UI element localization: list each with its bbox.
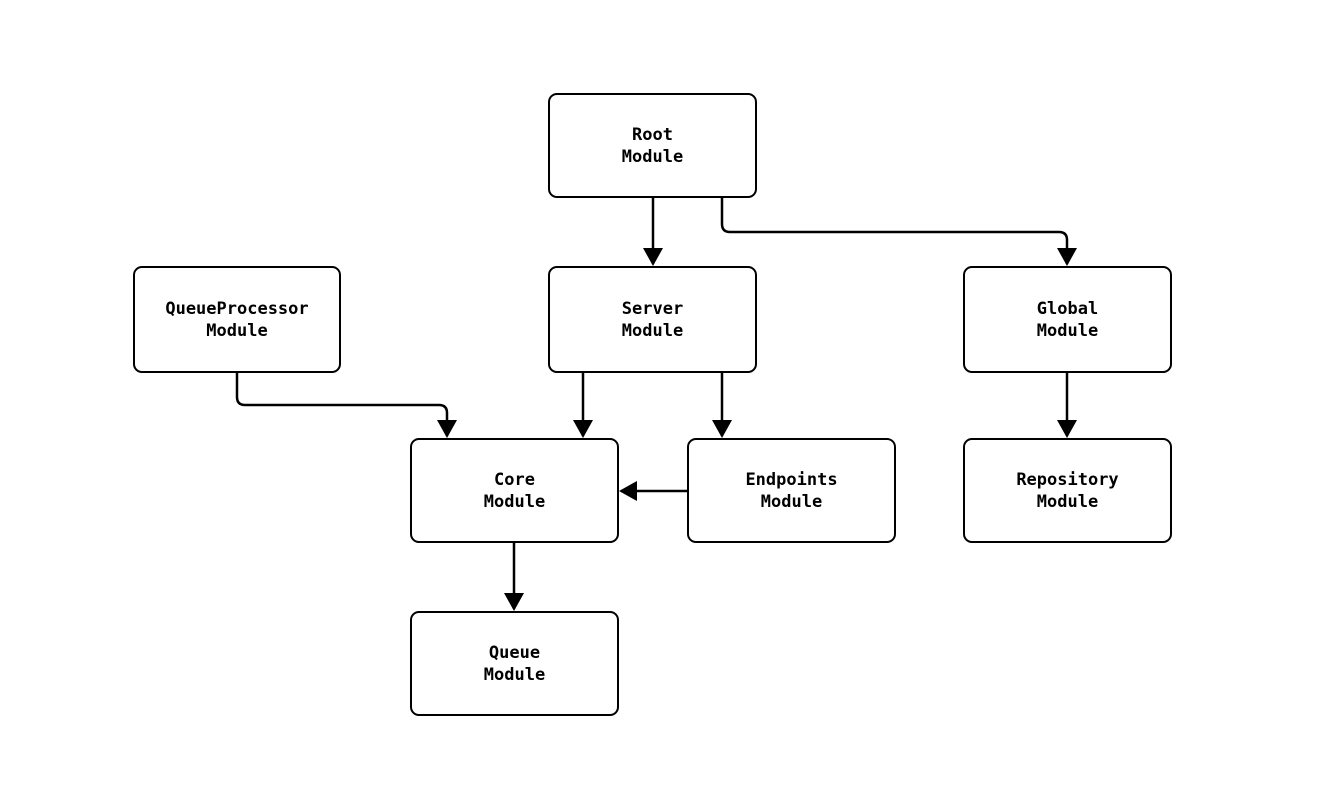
- node-queue-module: Queue Module: [410, 611, 619, 716]
- node-global-module: Global Module: [963, 266, 1172, 373]
- edge-queueprocessor-module-to-core-module: [235, 373, 457, 438]
- node-repository-module-label: Repository Module: [1016, 469, 1119, 512]
- node-server-module: Server Module: [548, 266, 757, 373]
- node-queueprocessor-module-label: QueueProcessor Module: [165, 298, 309, 341]
- node-endpoints-module-label: Endpoints Module: [745, 469, 838, 512]
- node-root-module: Root Module: [548, 93, 757, 198]
- node-endpoints-module: Endpoints Module: [687, 438, 896, 543]
- node-root-module-label: Root Module: [621, 124, 684, 167]
- edge-root-module-to-global-module: [720, 198, 1077, 266]
- node-queue-module-label: Queue Module: [483, 642, 546, 685]
- node-core-module: Core Module: [410, 438, 619, 543]
- node-repository-module: Repository Module: [963, 438, 1172, 543]
- node-core-module-label: Core Module: [483, 469, 546, 512]
- node-global-module-label: Global Module: [1036, 298, 1099, 341]
- node-server-module-label: Server Module: [621, 298, 684, 341]
- node-queueprocessor-module: QueueProcessor Module: [133, 266, 341, 373]
